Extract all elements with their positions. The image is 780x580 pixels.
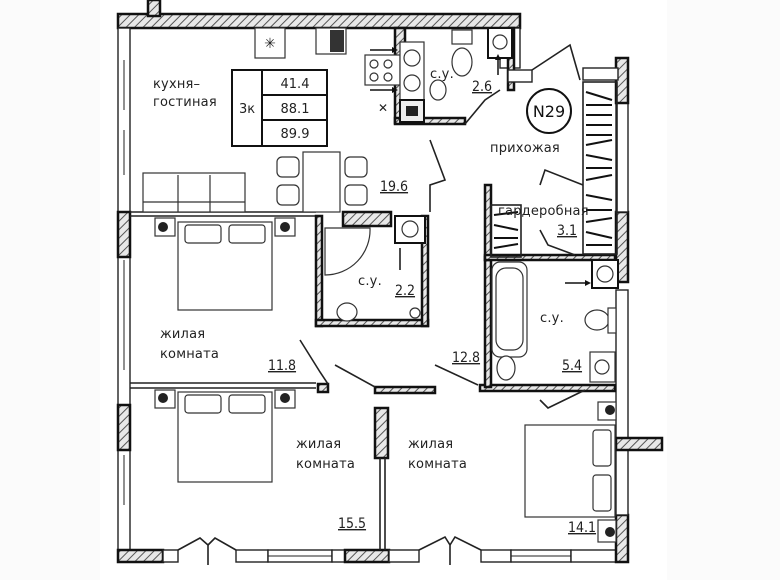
wc1-fixtures [429,27,513,101]
summary-table: 3к 41.4 88.1 89.9 [231,69,328,147]
room-name-bedroom3-2: комната [408,457,467,472]
room-name-wc3: с.у. [540,311,564,326]
wall-left-pier-2 [116,403,132,452]
shower-tray [324,227,371,276]
living-area-value: 41.4 [281,77,310,92]
kitchen-furniture: ✳ ✕ [142,27,425,213]
room-labels: кухня– гостиная 19.6 с.у. 2.6 прихожая 1… [153,67,596,536]
chair [344,156,368,178]
room-area-wc3: 5.4 [562,358,582,374]
bedroom-furniture [154,217,617,543]
room-name-wardrobe: гардеробная [498,204,589,219]
room-name-kitchen: кухня– [153,77,200,92]
apartment-number: N29 [533,102,565,121]
dining-table [302,151,341,213]
room-area-bedroom1: 11.8 [268,358,296,374]
wall-right-fin [614,436,664,452]
room-area-wardrobe: 3.1 [557,223,577,239]
apartment-number-badge: N29 [526,88,572,134]
room-area-wc1: 2.6 [472,79,492,95]
room-area-kitchen: 19.6 [380,179,408,195]
toilet [451,47,473,77]
cross-mark-icon: ✕ [378,101,388,115]
exterior-walls [116,0,664,565]
room-name-bedroom2-2: комната [296,457,355,472]
wall-bottom-mid [343,548,391,564]
room-area-bedroom3: 14.1 [568,520,596,536]
chair [276,156,300,178]
room-name-kitchen-2: гостиная [153,95,217,110]
washbasin-2 [336,302,358,322]
room-area-hall: 12.8 [452,350,480,366]
wall-bottom-left [116,548,165,564]
chair [276,184,300,206]
wall-right-bottom [614,513,630,564]
washbasin [429,79,447,101]
total-area-value: 88.1 [281,102,310,117]
fan-icon: ✳ [264,36,276,52]
hood-unit [254,27,286,59]
total-area-balcony-value: 89.9 [281,127,310,142]
washbasin-3 [496,355,516,381]
ventilation-arrows [370,47,591,286]
wall-left-pier [116,210,132,259]
room-name-wc1: с.у. [430,67,454,82]
wall-top [116,12,522,30]
room-name-hall: прихожая [490,141,560,156]
room-area-bedroom2: 15.5 [338,516,366,532]
wall-top-stub [146,0,162,18]
room-name-bedroom3: жилая [408,437,453,452]
room-name-bedroom2: жилая [296,437,341,452]
toilet-2 [584,309,610,331]
room-name-bedroom1: жилая [160,327,205,342]
room-area-wc2: 2.2 [395,283,415,299]
wc3-fixtures [491,259,619,383]
wardrobe-shelving [490,81,618,258]
room-name-wc2: с.у. [358,274,382,289]
room-name-bedroom1-2: комната [160,347,219,362]
stove-hob [364,54,401,86]
chair [344,184,368,206]
room-count: 3к [239,102,255,117]
sofa [142,172,246,213]
wc2-fixtures [324,215,426,322]
